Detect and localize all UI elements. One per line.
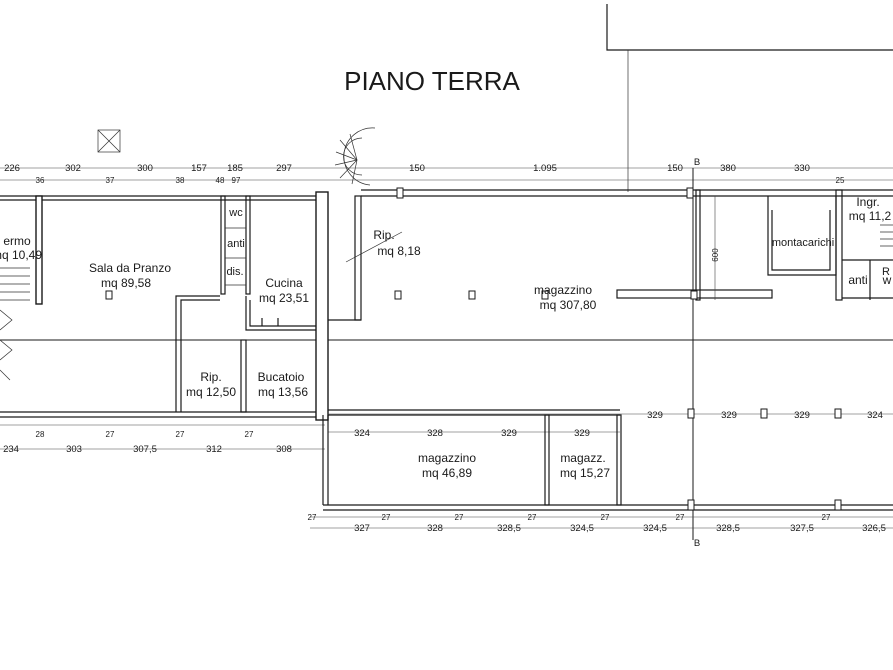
dim-label: 330 (794, 163, 810, 174)
wall-thickness-label: 27 (601, 513, 610, 522)
room-name-rip-low: Rip. (200, 370, 221, 384)
dim-label: 312 (206, 444, 222, 455)
dim-label: 327 (354, 523, 370, 534)
room-name-magazz-low: magazz. (560, 451, 605, 465)
wall-thickness-label: 25 (836, 176, 845, 185)
room-anti-right: anti (848, 273, 867, 287)
room-montacarichi: montacarichi (772, 237, 834, 249)
dim-label: 234 (3, 444, 19, 455)
skylight-symbol (97, 129, 121, 153)
dim-label: 1.095 (533, 163, 557, 174)
wall-thickness-label: 27 (308, 513, 317, 522)
dim-label: 329 (794, 410, 810, 421)
dim-label: 329 (721, 410, 737, 421)
room-name-magazzino-low: magazzino (418, 451, 476, 465)
dim-label: 303 (66, 444, 82, 455)
room-name-left: ermo (3, 234, 31, 248)
room-labels: ermo mq 10,49 Sala da Pranzo mq 89,58 wc… (0, 195, 892, 480)
room-area-cucina: mq 23,51 (259, 291, 309, 305)
wall-thickness-label: 27 (676, 513, 685, 522)
dim-label: 328,5 (497, 523, 521, 534)
room-name-sala: Sala da Pranzo (89, 261, 171, 275)
room-area-magazz-low: mq 15,27 (560, 466, 610, 480)
wall-thickness-label: 27 (176, 430, 185, 439)
wall-thickness-label: 28 (36, 430, 45, 439)
room-anti: anti (227, 238, 245, 250)
wall-thickness-label: 97 (232, 176, 241, 185)
lower-left-dimension-chain: 28 27 27 27 234 303 307,5 312 308 (0, 424, 325, 455)
dim-label: 297 (276, 163, 292, 174)
dim-label: 150 (667, 163, 683, 174)
room-area-rip-low: mq 12,50 (186, 385, 236, 399)
middle-dimension-chain: 324 328 329 329 329 329 329 324 (328, 408, 893, 439)
dim-label: 157 (191, 163, 207, 174)
dim-label: 150 (409, 163, 425, 174)
dim-label: 324,5 (570, 523, 594, 534)
dim-label: 226 (4, 163, 20, 174)
wall-thickness-label: 27 (528, 513, 537, 522)
dim-label: 329 (574, 428, 590, 439)
wall-thickness-label: 48 (216, 176, 225, 185)
room-w-right: w (882, 273, 892, 287)
right-block-walls: 600 (700, 189, 893, 301)
dim-label: 380 (720, 163, 736, 174)
wall-thickness-label: 27 (382, 513, 391, 522)
room-name-cucina: Cucina (265, 276, 303, 290)
room-name-magazzino-main: magazzino (534, 283, 592, 297)
magazzino-main-walls (105, 187, 773, 416)
spiral-stair (334, 127, 376, 186)
wall-thickness-label: 27 (106, 430, 115, 439)
lower-magazzini-walls (322, 414, 893, 511)
bottom-dimension-chain: 27 27 27 27 27 27 27 327 328 328,5 324,5… (308, 513, 893, 549)
room-name-bucatoio: Bucatoio (258, 370, 305, 384)
dim-label: 324 (354, 428, 370, 439)
upper-walls (0, 191, 893, 421)
room-area-left: mq 10,49 (0, 248, 42, 262)
wall-thickness-label: 27 (455, 513, 464, 522)
room-area-magazzino-main: mq 307,80 (540, 298, 597, 312)
dim-label: 329 (501, 428, 517, 439)
dim-label: 328 (427, 428, 443, 439)
dim-label: 326,5 (862, 523, 886, 534)
dim-label: 324,5 (643, 523, 667, 534)
top-dimension-chain: 226 302 300 157 185 297 150 1.095 150 38… (0, 163, 893, 185)
room-r-right: R (882, 266, 890, 278)
wall-thickness-label: 27 (822, 513, 831, 522)
dim-label: 328,5 (716, 523, 740, 534)
dim-label: 327,5 (790, 523, 814, 534)
dim-label: 328 (427, 523, 443, 534)
section-mark-label: B (694, 538, 700, 549)
height-dimension-label: 600 (711, 248, 720, 262)
room-name-rip-small: Rip. (373, 228, 394, 242)
dim-label: 307,5 (133, 444, 157, 455)
section-mark-top: B (692, 157, 700, 540)
dim-label: 308 (276, 444, 292, 455)
dim-label: 324 (867, 410, 883, 421)
room-area-ingr: mq 11,2 (849, 209, 892, 223)
room-name-ingr: Ingr. (856, 195, 879, 209)
top-right-outline (606, 4, 893, 192)
dim-label: 185 (227, 163, 243, 174)
dim-label: 300 (137, 163, 153, 174)
dim-label: 329 (647, 410, 663, 421)
room-area-bucatoio: mq 13,56 (258, 385, 308, 399)
room-area-sala: mq 89,58 (101, 276, 151, 290)
plan-title: PIANO TERRA (344, 66, 520, 96)
room-area-magazzino-low: mq 46,89 (422, 466, 472, 480)
room-dis: dis. (226, 266, 243, 278)
dim-label: 302 (65, 163, 81, 174)
wall-thickness-label: 36 (36, 176, 45, 185)
room-wc: wc (228, 207, 243, 219)
room-area-rip-small: mq 8,18 (377, 244, 421, 258)
wall-thickness-label: 27 (245, 430, 254, 439)
wall-thickness-label: 37 (106, 176, 115, 185)
section-mark-label: B (694, 157, 700, 168)
wall-thickness-label: 38 (176, 176, 185, 185)
